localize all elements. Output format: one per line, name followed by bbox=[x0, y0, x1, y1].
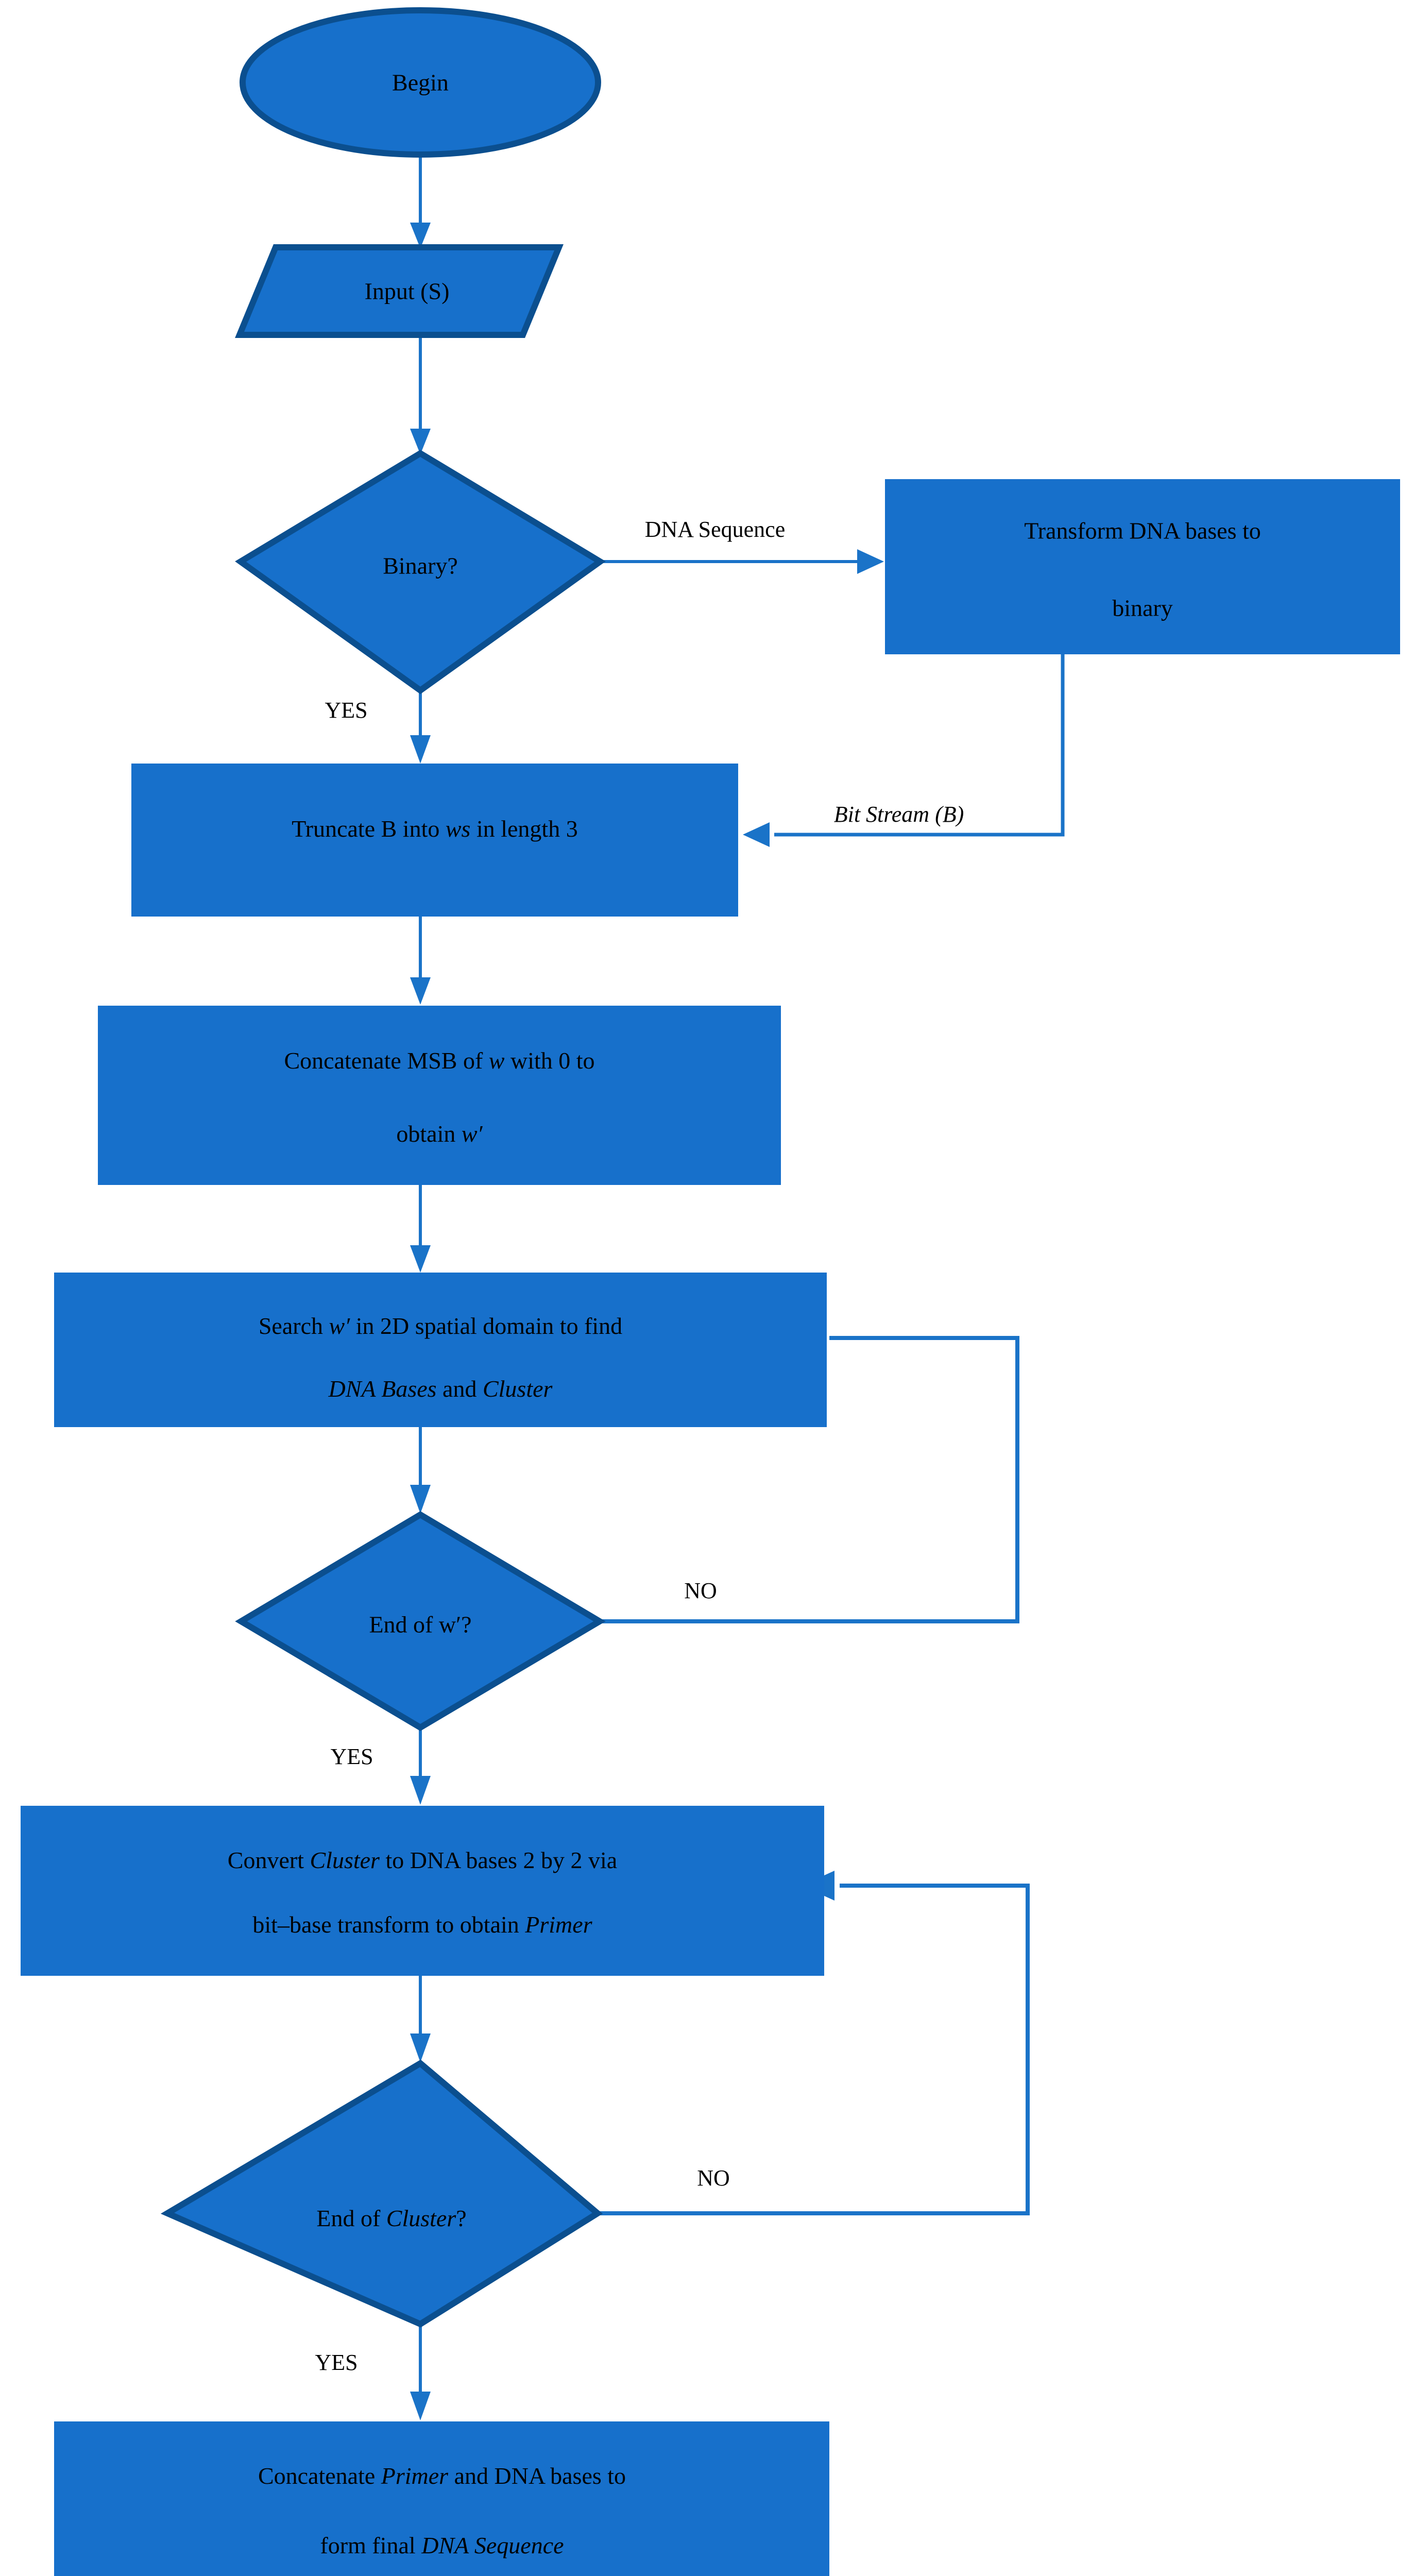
node-search-w-line2: DNA Bases and Cluster bbox=[328, 1376, 553, 1402]
node-truncate-post: in length 3 bbox=[470, 816, 577, 842]
node-concatenate-primer-line1-post: and DNA bases to bbox=[448, 2463, 626, 2489]
node-begin-label: Begin bbox=[392, 70, 449, 96]
node-search-w-line1-pre: Search bbox=[259, 1313, 329, 1339]
node-concatenate-msb-line2: obtain w′ bbox=[396, 1121, 483, 1147]
node-truncate-pre: Truncate B into bbox=[292, 816, 446, 842]
node-concatenate-msb-line2-italic: w′ bbox=[462, 1121, 483, 1147]
node-convert-cluster-line1-post: to DNA bases 2 by 2 via bbox=[380, 1847, 617, 1873]
node-search-w[interactable]: Search w′ in 2D spatial domain to find D… bbox=[54, 1273, 827, 1427]
node-begin[interactable]: Begin bbox=[240, 7, 601, 158]
connector-search-to-endofw bbox=[410, 1427, 431, 1514]
edge-label-yes-end-of-w: YES bbox=[330, 1744, 373, 1769]
node-end-of-cluster-post: ? bbox=[456, 2205, 466, 2231]
connector-convert-to-endofcluster bbox=[410, 1975, 431, 2062]
node-end-of-cluster-decision-label: End of Cluster? bbox=[316, 2205, 466, 2231]
node-transform-dna-line1: Transform DNA bases to bbox=[1024, 518, 1261, 544]
node-end-of-cluster-italic: Cluster bbox=[386, 2205, 457, 2231]
node-search-w-line2-italic-b: Cluster bbox=[483, 1376, 553, 1402]
node-concatenate-primer[interactable]: Concatenate Primer and DNA bases to form… bbox=[54, 2421, 829, 2576]
node-convert-cluster-line1-italic: Cluster bbox=[310, 1847, 380, 1873]
node-search-w-line2-italic-a: DNA Bases bbox=[328, 1376, 437, 1402]
node-input[interactable]: Input (S) bbox=[235, 244, 564, 338]
node-end-of-cluster-decision[interactable]: End of Cluster? bbox=[160, 2059, 603, 2328]
node-truncate[interactable]: Truncate B into ws in length 3 bbox=[131, 764, 738, 917]
node-search-w-line1-post: in 2D spatial domain to find bbox=[350, 1313, 622, 1339]
node-end-of-w-decision[interactable]: End of w′? bbox=[235, 1511, 606, 1731]
node-concatenate-msb[interactable]: Concatenate MSB of w with 0 to obtain w′ bbox=[98, 1006, 781, 1185]
node-convert-cluster-line2-pre: bit–base transform to obtain bbox=[252, 1911, 525, 1938]
node-binary-decision-label: Binary? bbox=[383, 553, 458, 579]
node-convert-cluster-line2-italic: Primer bbox=[524, 1911, 592, 1938]
node-truncate-italic: ws bbox=[446, 816, 471, 842]
node-concatenate-primer-line1: Concatenate Primer and DNA bases to bbox=[258, 2463, 626, 2489]
connector-truncate-to-concatenate bbox=[410, 916, 431, 1005]
node-convert-cluster-line1: Convert Cluster to DNA bases 2 by 2 via bbox=[228, 1847, 617, 1873]
node-truncate-label: Truncate B into ws in length 3 bbox=[292, 816, 577, 842]
connector-binary-to-truncate bbox=[410, 691, 431, 764]
connector-endofcluster-to-concatenate-primer bbox=[410, 2325, 431, 2420]
node-input-label: Input (S) bbox=[365, 278, 450, 304]
edge-label-no-end-of-cluster: NO bbox=[697, 2165, 730, 2191]
node-concatenate-msb-line1-pre: Concatenate MSB of bbox=[284, 1047, 488, 1074]
connector-concatenate-to-search bbox=[410, 1185, 431, 1273]
connector-transform-to-truncate bbox=[743, 654, 1065, 847]
node-concatenate-primer-line2-italic: DNA Sequence bbox=[421, 2532, 564, 2558]
node-concatenate-primer-line2-pre: form final bbox=[320, 2532, 421, 2558]
node-concatenate-primer-line1-pre: Concatenate bbox=[258, 2463, 381, 2489]
node-concatenate-msb-line1-italic: w bbox=[489, 1047, 505, 1074]
connector-endofw-to-convert bbox=[410, 1728, 431, 1805]
node-search-w-line1-italic: w′ bbox=[329, 1313, 350, 1339]
node-search-w-line2-mid: and bbox=[437, 1376, 483, 1402]
node-concatenate-primer-line1-italic: Primer bbox=[381, 2463, 449, 2489]
node-transform-dna-line2: binary bbox=[1112, 595, 1173, 621]
node-convert-cluster[interactable]: Convert Cluster to DNA bases 2 by 2 via … bbox=[21, 1806, 824, 1976]
node-transform-dna[interactable]: Transform DNA bases to binary bbox=[885, 479, 1400, 654]
node-concatenate-msb-line1-post: with 0 to bbox=[504, 1047, 594, 1074]
connector-binary-to-transform bbox=[600, 549, 884, 574]
edge-label-dna-sequence: DNA Sequence bbox=[645, 517, 786, 542]
node-concatenate-primer-line2: form final DNA Sequence bbox=[320, 2532, 564, 2558]
node-end-of-cluster-pre: End of bbox=[316, 2205, 386, 2231]
node-end-of-w-decision-label: End of w′? bbox=[369, 1612, 471, 1638]
node-convert-cluster-line2: bit–base transform to obtain Primer bbox=[252, 1911, 592, 1938]
edge-label-no-end-of-w: NO bbox=[684, 1578, 717, 1603]
connector-input-to-binary bbox=[410, 335, 431, 454]
node-concatenate-msb-line2-pre: obtain bbox=[396, 1121, 461, 1147]
node-concatenate-msb-line1: Concatenate MSB of w with 0 to bbox=[284, 1047, 594, 1074]
edge-label-bit-stream: Bit Stream (B) bbox=[834, 802, 964, 827]
node-search-w-line1: Search w′ in 2D spatial domain to find bbox=[259, 1313, 622, 1339]
node-binary-decision[interactable]: Binary? bbox=[235, 449, 606, 694]
edge-label-yes-binary: YES bbox=[325, 698, 367, 723]
node-convert-cluster-line1-pre: Convert bbox=[228, 1847, 310, 1873]
edge-label-yes-end-of-cluster: YES bbox=[315, 2350, 357, 2375]
